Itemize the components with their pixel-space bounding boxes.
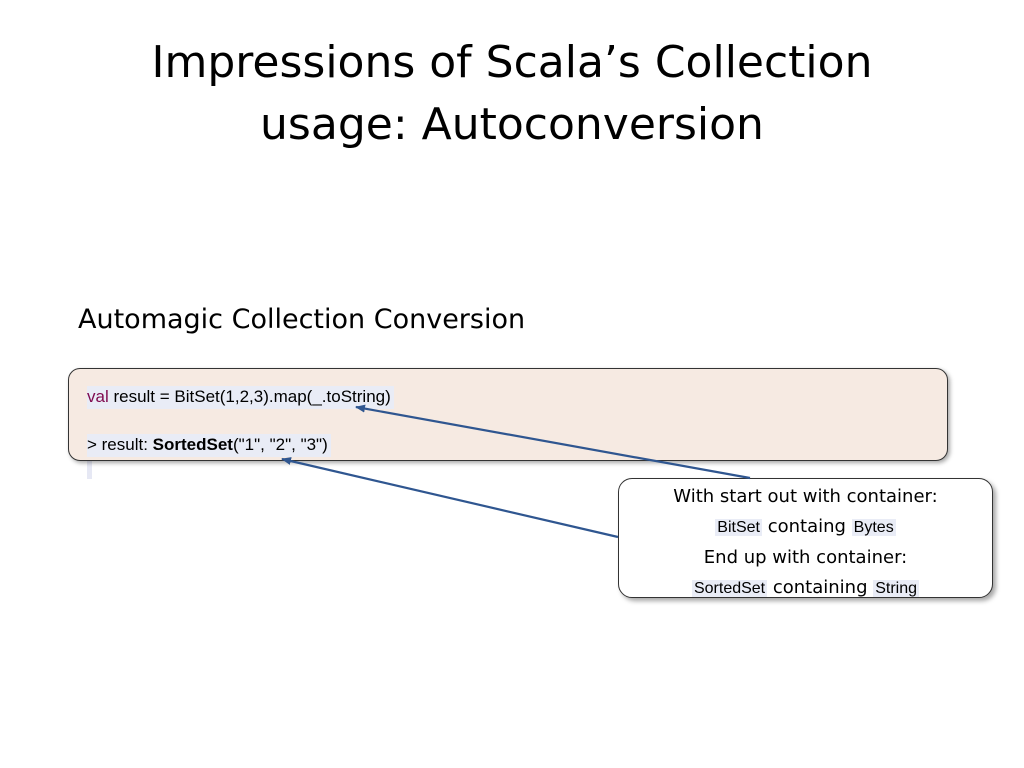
code-line-2: > result: SortedSet("1", "2", "3") [87, 434, 331, 457]
code-line-2-prefix: > result: [87, 435, 153, 454]
code-line-1-rest: result = BitSet(1,2,3).map(_.toString) [108, 387, 391, 406]
section-subheading: Automagic Collection Conversion [78, 304, 526, 335]
code-line-2-rest: ("1", "2", "3") [232, 435, 328, 454]
callout-bitset: BitSet [715, 519, 762, 536]
code-type-name: SortedSet [152, 435, 233, 454]
arrow-to-sortedset [281, 457, 619, 539]
callout-containing: containing [767, 577, 874, 598]
code-box: val result = BitSet(1,2,3).map(_.toStrin… [68, 368, 948, 461]
title-line-1: Impressions of Scala’s Collection [151, 37, 873, 88]
arrow-to-map [355, 404, 751, 480]
callout-line-4: SortedSet containing String [619, 573, 992, 604]
callout-line-2: BitSet containg Bytes [619, 512, 992, 543]
code-line-1: val result = BitSet(1,2,3).map(_.toStrin… [87, 386, 394, 409]
callout-string: String [873, 580, 920, 597]
code-keyword: val [87, 387, 109, 406]
callout-line-1: With start out with container: [673, 486, 938, 507]
callout-bytes: Bytes [851, 519, 896, 536]
slide-title: Impressions of Scala’s Collection usage:… [0, 32, 1024, 156]
callout-sortedset: SortedSet [691, 580, 768, 597]
title-line-2: usage: Autoconversion [260, 99, 764, 150]
callout-line-3: End up with container: [703, 547, 908, 568]
callout-box: With start out with container: BitSet co… [618, 478, 993, 598]
callout-containg: containg [761, 516, 852, 537]
